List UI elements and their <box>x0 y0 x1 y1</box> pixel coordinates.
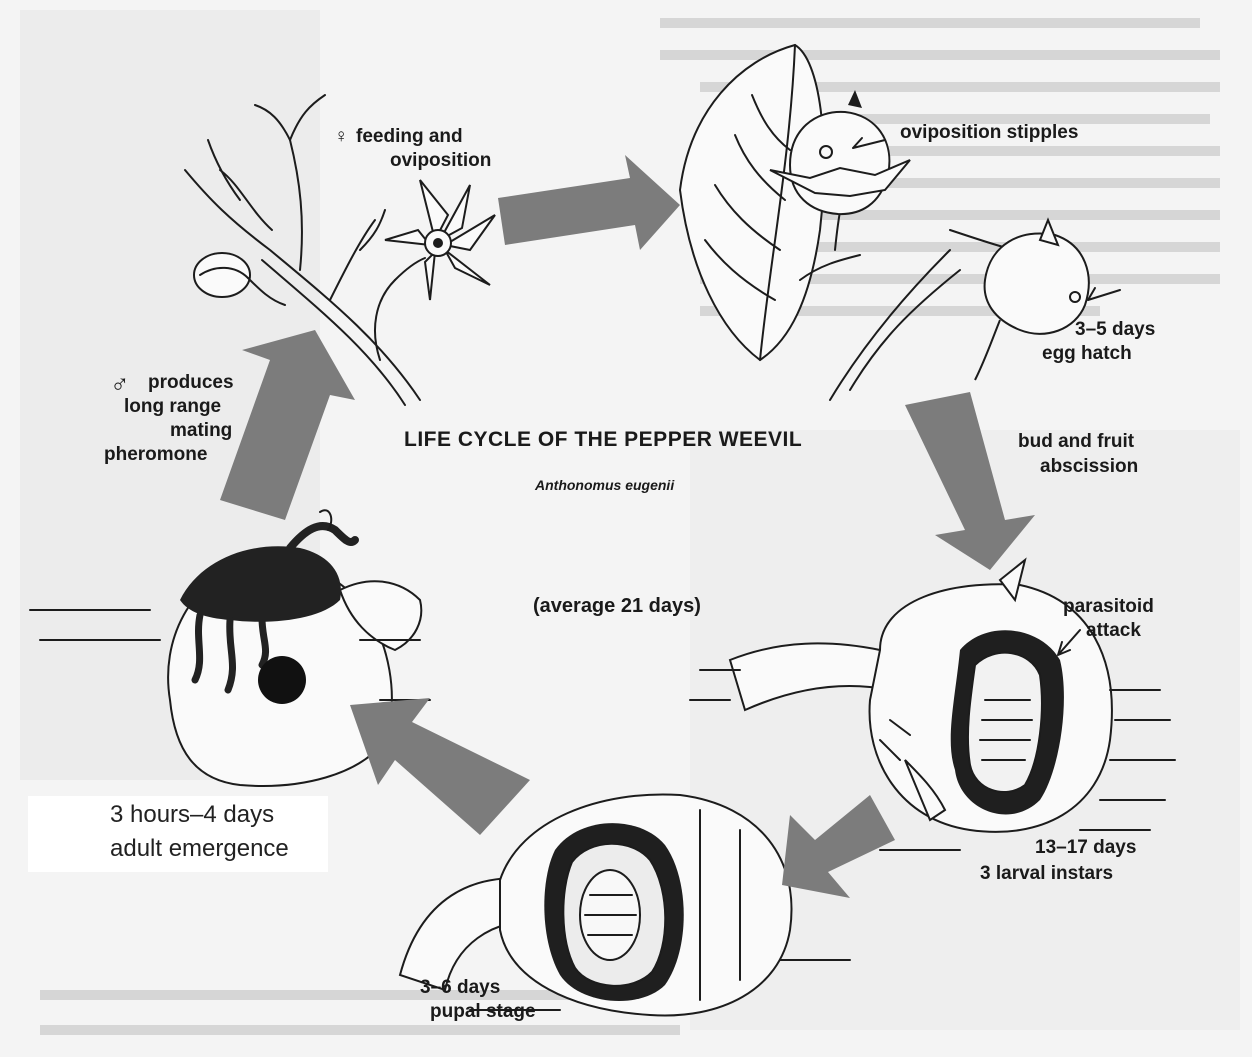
pheromone-line4: pheromone <box>104 444 207 465</box>
feeding-line2: oviposition <box>390 150 491 171</box>
pheromone-line3: mating <box>170 420 232 441</box>
pheromone-line2: long range <box>124 396 221 417</box>
abscission-line2: abscission <box>1040 456 1138 477</box>
average-duration: (average 21 days) <box>533 595 701 617</box>
abscission-line1: bud and fruit <box>1018 431 1135 452</box>
pupal-line1: 3–6 days <box>420 977 500 998</box>
pheromone-line1: produces <box>148 372 234 393</box>
parasitoid-line2: attack <box>1086 620 1141 641</box>
female-symbol: ♀ <box>334 126 348 147</box>
emergence-line1: 3 hours–4 days <box>110 801 274 828</box>
feeding-line1: feeding and <box>356 126 463 147</box>
parasitoid-line1: parasitoid <box>1063 596 1154 617</box>
pupal-line2: pupal stage <box>430 1001 536 1022</box>
diagram-title: LIFE CYCLE OF THE PEPPER WEEVIL <box>404 428 802 451</box>
emergence-line2: adult emergence <box>110 835 289 862</box>
egg-hatch-line2: egg hatch <box>1042 343 1132 364</box>
scientific-name: Anthonomus eugenii <box>534 477 675 493</box>
larval-line1: 13–17 days <box>1035 837 1136 858</box>
larval-line2: 3 larval instars <box>980 863 1113 884</box>
oviposition-stipples-label: oviposition stipples <box>900 122 1078 143</box>
male-symbol: ♂ <box>110 368 130 398</box>
egg-hatch-line1: 3–5 days <box>1075 319 1155 340</box>
